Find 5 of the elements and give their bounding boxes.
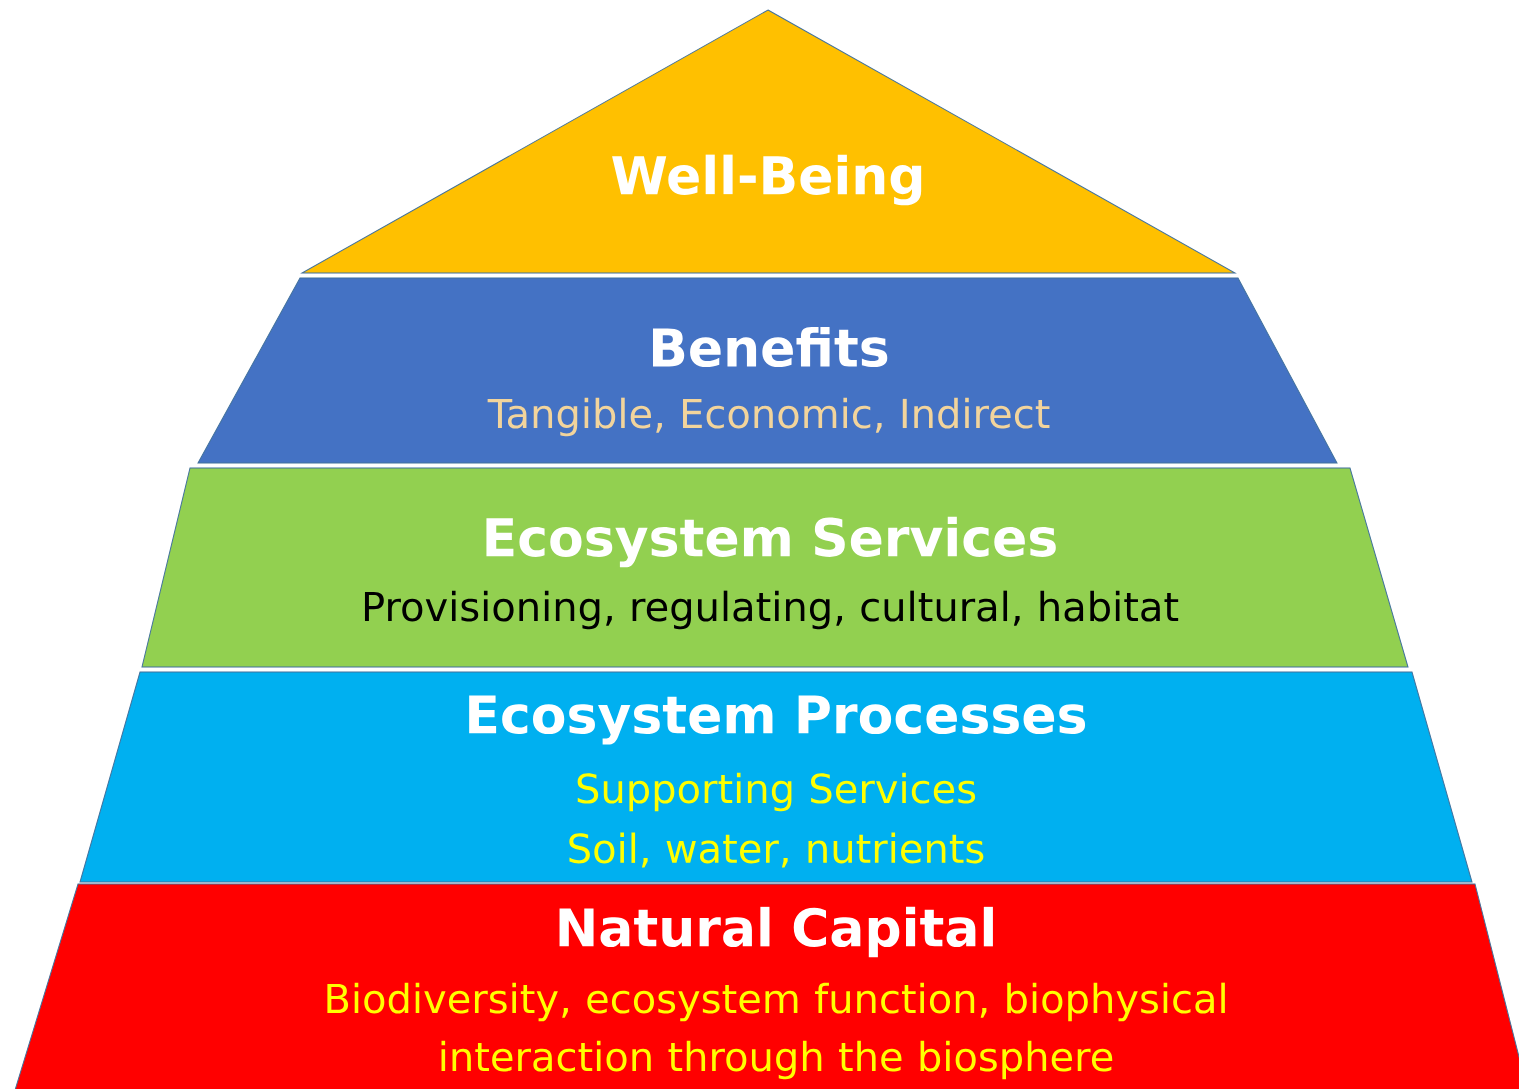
pyramid-tier: Benefits Tangible, Economic, Indirect <box>197 277 1338 464</box>
pyramid-tier: Well-Being <box>301 9 1236 274</box>
pyramid-tier: Natural Capital Biodiversity, ecosystem function, biophysical interaction through the biosphere <box>11 883 1519 1089</box>
pyramid-tier: Ecosystem Services Provisioning, regulating, cultural, habitat <box>141 467 1409 668</box>
pyramid-tier: Ecosystem Processes Supporting Services Soil, water, nutrients <box>79 671 1473 883</box>
